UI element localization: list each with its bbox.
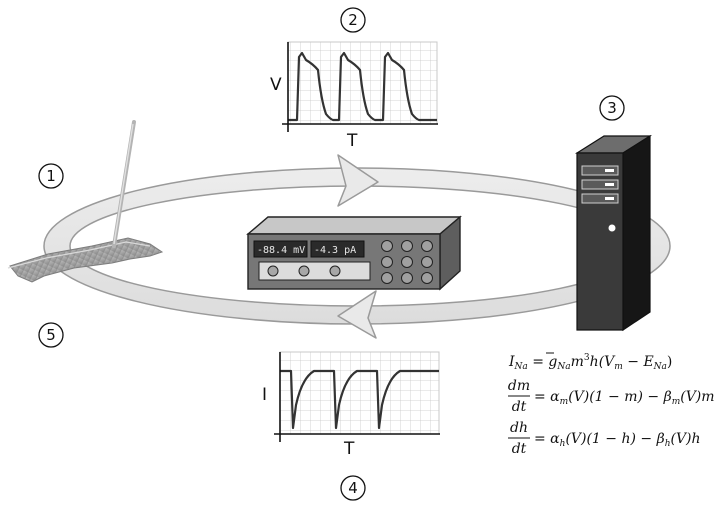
bottom-arrowhead [337, 290, 377, 339]
svg-text:= αm(V)(1 − m) − βm(V)m: = αm(V)(1 − m) − βm(V)m [534, 389, 714, 407]
drive-bay [581, 179, 619, 190]
current-x-label: T [343, 439, 355, 459]
voltage-display [253, 240, 308, 258]
current-display [310, 240, 365, 258]
svg-text:dt: dt [512, 399, 527, 415]
svg-text:3: 3 [607, 99, 617, 117]
svg-text:4: 4 [348, 479, 358, 497]
dial-knob [298, 265, 310, 277]
current-plot-grid [279, 351, 440, 435]
drive-bay [581, 193, 619, 204]
power-button-icon [608, 224, 616, 232]
current-trace-plot: I T [262, 351, 440, 459]
svg-text:dt: dt [512, 441, 527, 457]
dial-knob [267, 265, 279, 277]
dial-knob [329, 265, 341, 277]
voltage-x-label: T [346, 131, 358, 151]
sodium-current-equation: INa = gNam3h(Vm − ENa) [508, 352, 672, 372]
amplifier-top-face [246, 216, 462, 235]
svg-text:5: 5 [46, 326, 56, 344]
cardiac-tissue-icon [9, 237, 164, 283]
current-y-label: I [262, 385, 267, 405]
amplifier-button-grid [381, 240, 433, 284]
h-gate-equation: dh dt = αh(V)(1 − h) − βh(V)h [508, 420, 701, 457]
step-marker-3: 3 [599, 95, 625, 121]
current-display-text: -4.3 pA [314, 245, 356, 256]
svg-text:1: 1 [46, 167, 56, 185]
m-gate-equation: dm dt = αm(V)(1 − m) − βm(V)m [508, 378, 714, 415]
hodgkin-huxley-equations: INa = gNam3h(Vm − ENa) dm dt = αm(V)(1 −… [508, 352, 714, 457]
step-marker-4: 4 [340, 475, 366, 501]
top-arrowhead [337, 154, 379, 207]
step-marker-2: 2 [340, 7, 366, 33]
svg-text:dm: dm [508, 378, 530, 394]
amplifier-dial-strip [258, 261, 371, 281]
voltage-y-label: V [270, 75, 282, 95]
svg-text:= αh(V)(1 − h) − βh(V)h: = αh(V)(1 − h) − βh(V)h [534, 431, 701, 449]
svg-text:INa = gNam3h(Vm − ENa): INa = gNam3h(Vm − ENa) [508, 353, 672, 372]
tower-side-face [622, 134, 651, 332]
drive-bay [581, 165, 619, 176]
svg-text:dh: dh [510, 420, 528, 436]
feedback-loop-ring [43, 154, 671, 339]
patch-clamp-amplifier: -88.4 mV -4.3 pA [246, 215, 462, 291]
cardiac-tissue-with-electrode [7, 120, 164, 283]
sodium-current-trace [280, 369, 439, 430]
computer-server-tower [574, 134, 653, 332]
svg-text:2: 2 [348, 11, 358, 29]
voltage-display-text: -88.4 mV [257, 245, 305, 256]
step-marker-1: 1 [38, 163, 64, 189]
step-marker-5: 5 [38, 322, 64, 348]
action-potential-trace [288, 51, 437, 122]
voltage-trace-plot: V T [270, 41, 438, 151]
